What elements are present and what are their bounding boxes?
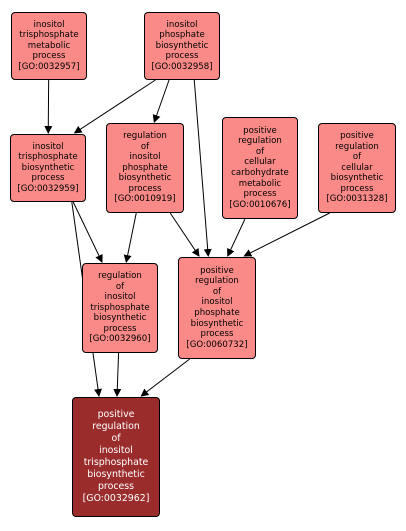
node-label-line: biosynthetic bbox=[118, 173, 172, 184]
node-label-line: inositol bbox=[129, 152, 161, 163]
node-label-line: of bbox=[212, 286, 222, 297]
node-label-line: inositol bbox=[104, 292, 136, 303]
node-label-line: biosynthetic bbox=[330, 173, 384, 184]
node-id: [GO:0032959] bbox=[17, 183, 79, 194]
node-label-line: regulation bbox=[195, 276, 239, 287]
node-label-line: of bbox=[111, 433, 121, 444]
node-id: [GO:0032960] bbox=[89, 334, 151, 345]
node-label-line: inositol bbox=[99, 445, 133, 456]
node-label-line: biosynthetic bbox=[87, 469, 145, 480]
node-label-line: inositol bbox=[166, 19, 198, 30]
node-label-line: process bbox=[340, 183, 374, 194]
node-go-0032962-focus[interactable]: positive regulation of inositol trisphos… bbox=[72, 397, 160, 517]
edge-n0010676-to-n0060732 bbox=[227, 218, 246, 257]
node-go-0060732[interactable]: positive regulation of inositol phosphat… bbox=[178, 257, 256, 359]
edge-n0010919-to-n0032960 bbox=[123, 212, 137, 263]
node-label-line: positive bbox=[97, 409, 135, 420]
node-label-line: positive bbox=[243, 125, 277, 136]
node-id: [GO:0010676] bbox=[229, 199, 291, 210]
node-go-0032957[interactable]: inositol trisphosphate metabolic process… bbox=[11, 12, 87, 80]
node-label-line: regulation bbox=[238, 136, 282, 147]
node-label-line: phosphate bbox=[122, 162, 168, 173]
node-label-line: regulation bbox=[335, 141, 379, 152]
node-id: [GO:0010919] bbox=[114, 194, 176, 205]
node-label-line: regulation bbox=[123, 130, 167, 141]
node-label-line: biosynthetic bbox=[190, 318, 244, 329]
node-label-line: process bbox=[243, 189, 277, 200]
node-label-line: trisphosphate bbox=[18, 152, 78, 163]
node-go-0010676[interactable]: positive regulation of cellular carbohyd… bbox=[222, 117, 298, 219]
node-label-line: of bbox=[352, 152, 362, 163]
node-label-line: phosphate bbox=[159, 30, 205, 41]
node-id: [GO:0032957] bbox=[18, 61, 80, 72]
node-label-line: of bbox=[115, 281, 125, 292]
node-go-0031328[interactable]: positive regulation of cellular biosynth… bbox=[318, 123, 396, 213]
node-id: [GO:0060732] bbox=[186, 339, 248, 350]
node-label-line: regulation bbox=[92, 421, 140, 432]
node-label-line: process bbox=[200, 329, 234, 340]
node-label-line: regulation bbox=[98, 270, 142, 281]
node-label-line: carbohydrate bbox=[231, 168, 289, 178]
node-label-line: inositol bbox=[32, 141, 64, 152]
node-label-line: trisphosphate bbox=[83, 457, 149, 468]
node-go-0032959[interactable]: inositol trisphosphate biosynthetic proc… bbox=[10, 134, 86, 202]
edge-n0032958-to-n0032959 bbox=[73, 79, 156, 134]
node-label-line: trisphosphate bbox=[19, 30, 79, 41]
node-id: [GO:0032962] bbox=[82, 493, 150, 504]
node-label-line: positive bbox=[200, 265, 234, 276]
node-label-line: process bbox=[165, 51, 199, 62]
node-id: [GO:0032958] bbox=[151, 61, 213, 72]
node-label-line: metabolic bbox=[27, 40, 71, 51]
node-label-line: inositol bbox=[33, 19, 65, 30]
edge-n0031328-to-n0060732 bbox=[243, 212, 330, 257]
node-label-line: process bbox=[32, 51, 66, 62]
node-label-line: process bbox=[103, 323, 137, 334]
node-label-line: trisphosphate bbox=[90, 302, 150, 313]
edge-n0032960-to-n0032962 bbox=[113, 352, 122, 397]
node-label-line: phosphate bbox=[194, 308, 240, 318]
node-label-line: process bbox=[97, 481, 135, 492]
node-go-0032958[interactable]: inositol phosphate biosynthetic process … bbox=[144, 12, 220, 80]
node-label-line: positive bbox=[340, 130, 374, 141]
node-label-line: inositol bbox=[201, 297, 233, 308]
edge-n0060732-to-n0032962 bbox=[140, 358, 191, 397]
edge-n0032958-to-n0010919 bbox=[152, 79, 170, 123]
edge-n0032958-to-n0060732 bbox=[193, 79, 212, 257]
node-label-line: of bbox=[140, 141, 150, 152]
node-label-line: metabolic bbox=[238, 178, 282, 189]
node-label-line: of bbox=[255, 146, 265, 157]
node-label-line: biosynthetic bbox=[155, 40, 209, 51]
node-label-line: biosynthetic bbox=[21, 162, 75, 173]
node-label-line: cellular bbox=[244, 157, 276, 168]
node-label-line: cellular bbox=[341, 162, 373, 173]
node-go-0032960[interactable]: regulation of inositol trisphosphate bio… bbox=[82, 263, 158, 353]
node-id: [GO:0031328] bbox=[326, 194, 388, 205]
node-label-line: process bbox=[128, 183, 162, 194]
node-label-line: process bbox=[31, 173, 65, 184]
node-go-0010919[interactable]: regulation of inositol phosphate biosynt… bbox=[106, 123, 184, 213]
node-label-line: biosynthetic bbox=[93, 313, 147, 324]
edge-n0032959-to-n0032960 bbox=[72, 201, 103, 263]
edge-n0010919-to-n0060732 bbox=[169, 212, 200, 257]
